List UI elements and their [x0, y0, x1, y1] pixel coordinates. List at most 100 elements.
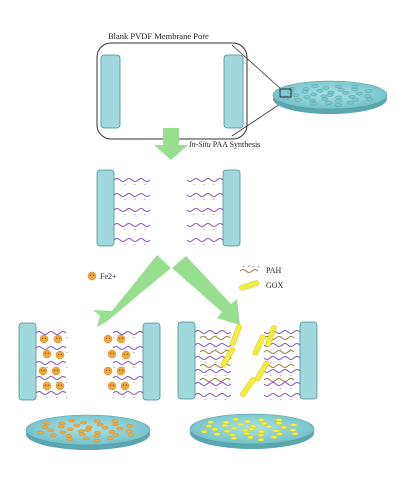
fe-paa-chain-charge: -	[46, 396, 48, 401]
paa-chain	[113, 208, 151, 212]
fe-paa-chain-charge: -	[133, 351, 135, 356]
paa-chain-charge: -	[213, 198, 215, 203]
gox-paa-chain	[194, 382, 232, 386]
paa-chains-middle: ------------------------------	[113, 178, 224, 248]
paa-chain-charge: -	[124, 228, 126, 233]
synthesis-label-rest: PAA Synthesis	[210, 140, 261, 149]
fe-ion	[120, 381, 130, 391]
disk-pore-gox	[257, 438, 265, 442]
gox-paa-chain	[263, 356, 301, 360]
fe-ion-dot	[126, 353, 128, 355]
fe-ion-dot	[121, 337, 123, 339]
pah-legend-charge: +	[247, 265, 250, 270]
fe-ion-dot	[119, 369, 121, 371]
disk-pore-fe	[78, 432, 86, 437]
gox-paa-chain-charge: -	[270, 398, 272, 403]
pah-chain	[263, 350, 295, 354]
disk-pore-fe	[116, 426, 124, 431]
disk-pore	[303, 95, 311, 99]
pah-chain	[263, 378, 295, 382]
disk-pore	[334, 98, 342, 103]
gox-paa-chain-charge: -	[225, 398, 227, 403]
disk-pore-fe	[82, 436, 90, 441]
pah-legend-chain	[239, 269, 259, 273]
gox-paa-chain-charge: -	[215, 398, 217, 403]
gox-paa-chain-charge: -	[290, 335, 292, 340]
disk-pore	[337, 88, 345, 92]
fe-paa-chain-charge: -	[56, 396, 58, 401]
fe-paa-chain	[35, 376, 67, 380]
disk-pore	[351, 84, 359, 89]
fe-ion	[55, 350, 65, 360]
gox-paa-chain-charge: -	[280, 374, 282, 379]
fe-ion-dot	[119, 337, 121, 339]
paa-chain	[186, 223, 224, 227]
fe-paa-chain-charge: -	[113, 336, 115, 341]
disk-pore-fe	[96, 422, 104, 427]
fe-paa-chain-charge: -	[113, 396, 115, 401]
disk-pore-fe	[66, 437, 74, 441]
gox-paa-chain-charge: -	[215, 374, 217, 379]
disk-pore	[308, 98, 316, 103]
paa-chain-charge: -	[213, 228, 215, 233]
paa-chain-charge: -	[144, 198, 146, 203]
pah-legend-label: PAH	[266, 266, 282, 275]
disk-pore-fe	[101, 425, 109, 430]
fe-ion-dot	[108, 337, 110, 339]
arrow-to-pah-gox	[172, 256, 240, 325]
disk-pore-fe	[66, 427, 74, 432]
disk-pore-fe	[77, 429, 85, 434]
disk-pore	[282, 95, 290, 100]
disk-pore	[364, 94, 372, 98]
fe-legend-label: Fe2+	[100, 272, 117, 281]
gox-paa-chain-charge: -	[270, 361, 272, 366]
disk-pore	[311, 84, 319, 88]
fe-ion-dot	[92, 274, 94, 276]
disk-pore-fe	[65, 434, 73, 438]
fe-paa-chain-charge: -	[66, 396, 68, 401]
disk-pore	[325, 101, 332, 105]
paa-chain-charge: -	[124, 213, 126, 218]
pah-legend-charge: +	[242, 265, 245, 270]
fe-paa-chain-charge: -	[133, 366, 135, 371]
paa-chain-charge: -	[144, 183, 146, 188]
paa-chain-charge: -	[213, 183, 215, 188]
paa-pore-wall-left	[96, 169, 115, 247]
fe-ion-dot	[125, 384, 127, 386]
fe-ion	[121, 350, 131, 360]
fe-paa-chain-charge: -	[113, 366, 115, 371]
synthesis-label-italic: In-Situ	[189, 140, 211, 149]
fe-ion-dot	[54, 369, 56, 371]
paa-chain-charge: -	[134, 228, 136, 233]
disk-pore-gox	[211, 427, 219, 432]
gox-paa-chain-charge: -	[280, 387, 282, 392]
pah-chain	[199, 378, 231, 382]
fe-ion-dot	[56, 337, 58, 339]
disk-pore-fe	[106, 436, 114, 440]
paa-chain-charge: -	[203, 228, 205, 233]
gox-enzyme	[220, 346, 236, 368]
fe-ion	[103, 334, 113, 344]
paa-chain-charge: -	[134, 198, 136, 203]
gox-enzyme	[252, 334, 266, 356]
fe-ion-dot	[41, 369, 43, 371]
gox-paa-chain-charge: -	[270, 348, 272, 353]
fe-ion	[55, 381, 65, 391]
synthesis-arrow	[154, 128, 188, 160]
pah-chain	[199, 336, 231, 340]
gox-enzymes	[220, 324, 277, 397]
disk-pore	[327, 90, 335, 95]
disk-pore-gox	[272, 429, 280, 433]
gox-paa-chain-charge: -	[205, 348, 207, 353]
fe-paa-chain	[35, 346, 67, 350]
gox-paa-chain-charge: -	[215, 387, 217, 392]
disk-pore-gox	[289, 428, 297, 432]
fe-ion-dot	[56, 369, 59, 371]
disk-pore	[310, 101, 317, 106]
fe-paa-chain	[112, 361, 144, 365]
disk-pore-gox	[237, 422, 245, 427]
gox-paa-chain-charge: -	[270, 374, 272, 379]
paa-chain-charge: -	[193, 183, 195, 188]
fe-ion-dot	[90, 274, 92, 276]
